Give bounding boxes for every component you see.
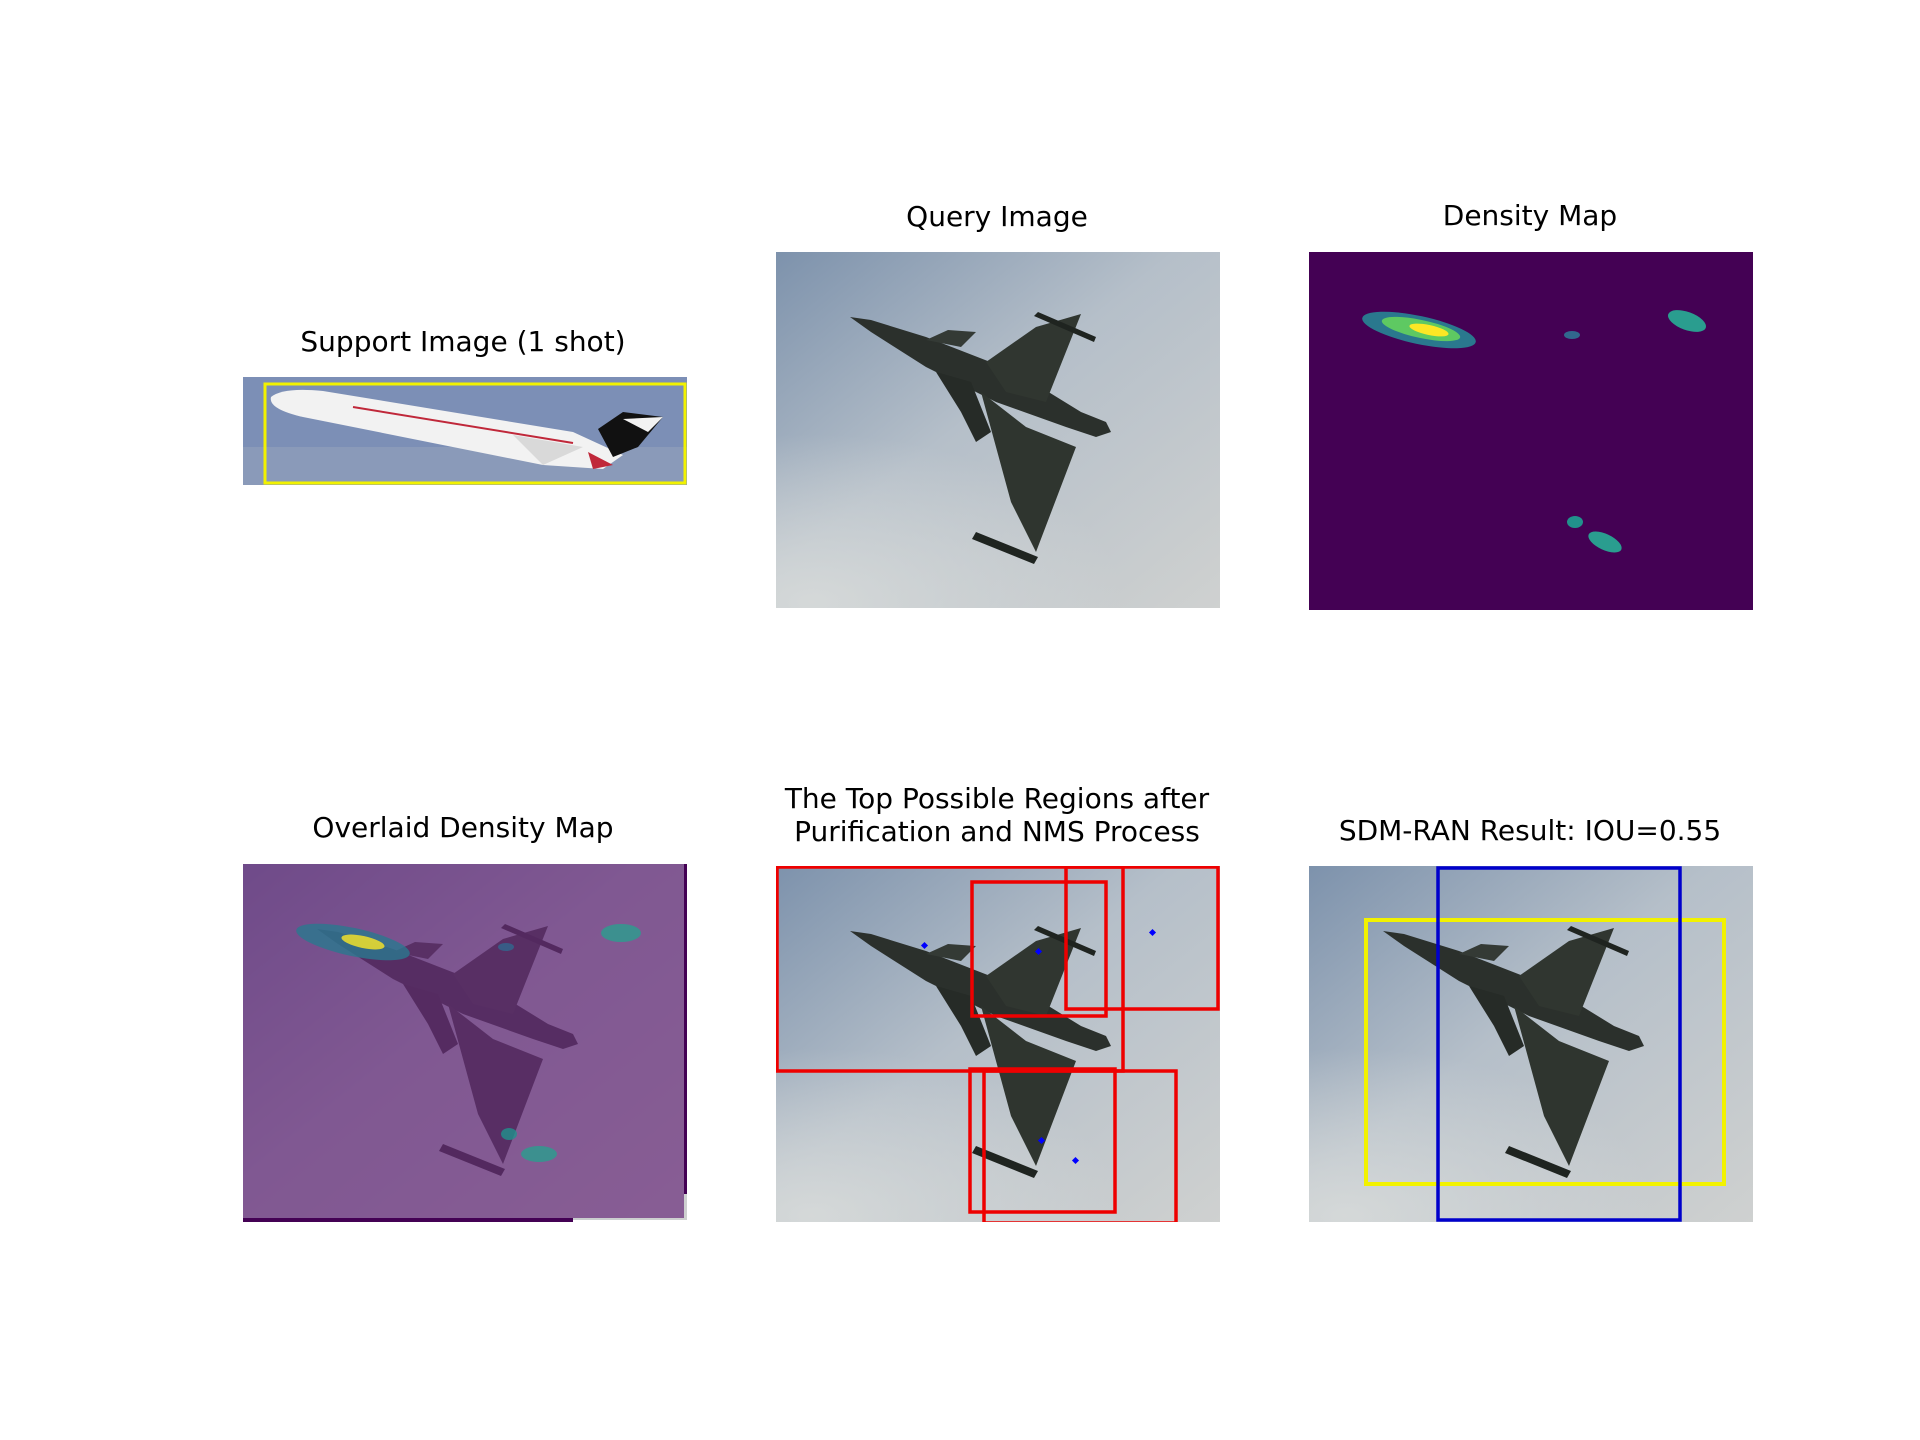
density-map-title: Density Map — [1442, 199, 1618, 232]
region-box — [1064, 866, 1220, 1011]
result-image — [1309, 866, 1753, 1222]
top-regions-image — [776, 866, 1220, 1222]
density-blob — [1588, 531, 1622, 553]
region-box — [970, 880, 1108, 1018]
support-image — [243, 377, 687, 485]
support-image-title: Support Image (1 shot) — [300, 325, 626, 358]
region-box — [982, 1069, 1178, 1222]
region-box — [776, 866, 1125, 1073]
density-blob — [296, 923, 410, 961]
density-blob — [1667, 310, 1707, 332]
query-image-title: Query Image — [906, 200, 1088, 233]
overlaid-density-map-title: Overlaid Density Map — [312, 811, 614, 844]
predicted-bbox — [1364, 918, 1726, 1186]
overlaid-density-map — [243, 864, 687, 1224]
density-blob — [1362, 311, 1476, 349]
peak-point — [920, 941, 929, 950]
support-bbox — [263, 382, 687, 485]
ground-truth-bbox — [1436, 866, 1682, 1222]
result-title: SDM-RAN Result: IOU=0.55 — [1338, 814, 1722, 847]
density-map — [1309, 252, 1753, 610]
region-box — [968, 1067, 1117, 1214]
top-regions-title: The Top Possible Regions after Purificat… — [784, 782, 1210, 848]
density-blob — [1567, 516, 1583, 528]
density-blob — [1564, 331, 1580, 339]
query-image — [776, 252, 1220, 608]
